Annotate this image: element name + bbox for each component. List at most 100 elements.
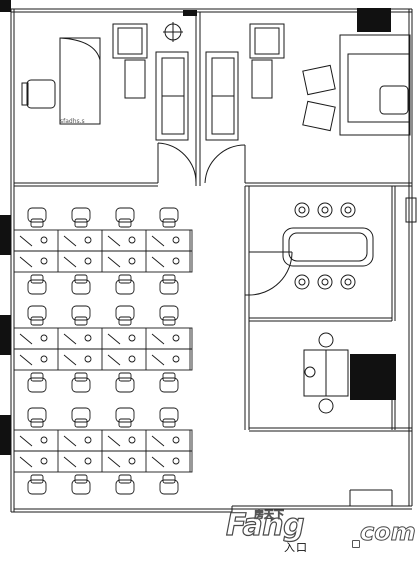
chair bbox=[30, 372, 44, 382]
chair bbox=[162, 372, 176, 382]
monitor bbox=[107, 333, 121, 345]
monitor bbox=[63, 435, 77, 447]
monitor bbox=[107, 354, 121, 366]
phone bbox=[172, 457, 180, 465]
phone bbox=[40, 334, 48, 342]
chair bbox=[115, 305, 135, 321]
chair bbox=[74, 372, 88, 382]
chair bbox=[118, 274, 132, 284]
phone bbox=[40, 257, 48, 265]
monitor bbox=[19, 256, 33, 268]
monitor bbox=[19, 333, 33, 345]
meeting-room-furniture bbox=[282, 202, 374, 290]
phone bbox=[40, 355, 48, 363]
phone bbox=[84, 334, 92, 342]
structural-columns bbox=[0, 0, 396, 455]
chair bbox=[27, 279, 47, 295]
watermark-brand: Fang bbox=[225, 507, 305, 543]
chair bbox=[118, 316, 132, 326]
monitor bbox=[151, 456, 165, 468]
phone bbox=[84, 436, 92, 444]
monitor bbox=[151, 235, 165, 247]
door-swings bbox=[157, 142, 392, 507]
monitor bbox=[19, 435, 33, 447]
chair bbox=[71, 377, 91, 393]
chair bbox=[115, 407, 135, 423]
chair bbox=[118, 372, 132, 382]
chair bbox=[159, 207, 179, 223]
chair bbox=[30, 274, 44, 284]
chair bbox=[71, 305, 91, 321]
chair bbox=[162, 418, 176, 428]
chair bbox=[118, 218, 132, 228]
interior-walls bbox=[14, 12, 412, 432]
monitor bbox=[63, 333, 77, 345]
monitor bbox=[19, 354, 33, 366]
chair bbox=[71, 407, 91, 423]
chair bbox=[74, 474, 88, 484]
chair bbox=[30, 474, 44, 484]
monitor bbox=[107, 235, 121, 247]
monitor bbox=[63, 354, 77, 366]
chair bbox=[159, 279, 179, 295]
phone bbox=[40, 457, 48, 465]
chair bbox=[115, 377, 135, 393]
monitor bbox=[151, 256, 165, 268]
chair bbox=[162, 474, 176, 484]
chair bbox=[118, 418, 132, 428]
phone bbox=[84, 355, 92, 363]
phone bbox=[40, 236, 48, 244]
entrance-label: 入口 bbox=[284, 541, 308, 554]
chair bbox=[71, 479, 91, 495]
monitor bbox=[151, 333, 165, 345]
watermark-com: com bbox=[360, 518, 417, 547]
phone bbox=[172, 257, 180, 265]
monitor bbox=[107, 435, 121, 447]
chair bbox=[74, 316, 88, 326]
phone bbox=[84, 257, 92, 265]
scale-note: sfadhs.s bbox=[60, 118, 85, 125]
right-office-furniture bbox=[205, 23, 411, 141]
chair bbox=[115, 279, 135, 295]
chair bbox=[115, 479, 135, 495]
open-office-workstations bbox=[13, 207, 193, 495]
small-office-furniture bbox=[303, 197, 417, 414]
chair bbox=[115, 207, 135, 223]
phone bbox=[128, 236, 136, 244]
chair bbox=[159, 377, 179, 393]
chair bbox=[30, 418, 44, 428]
chair bbox=[162, 316, 176, 326]
chair bbox=[74, 274, 88, 284]
monitor bbox=[151, 354, 165, 366]
phone bbox=[172, 334, 180, 342]
monitor bbox=[151, 435, 165, 447]
chair bbox=[27, 207, 47, 223]
monitor bbox=[19, 456, 33, 468]
phone bbox=[128, 334, 136, 342]
chair bbox=[159, 479, 179, 495]
chair bbox=[27, 377, 47, 393]
phone bbox=[172, 236, 180, 244]
monitor bbox=[107, 456, 121, 468]
chair bbox=[162, 274, 176, 284]
phone bbox=[84, 236, 92, 244]
monitor bbox=[63, 235, 77, 247]
chair bbox=[27, 305, 47, 321]
monitor bbox=[107, 256, 121, 268]
chair bbox=[74, 418, 88, 428]
watermark-dot bbox=[352, 540, 360, 548]
chair bbox=[71, 279, 91, 295]
phone bbox=[128, 257, 136, 265]
left-office-furniture bbox=[21, 22, 189, 141]
watermark: Fang 房天下 com bbox=[225, 506, 417, 556]
chair bbox=[27, 479, 47, 495]
chair bbox=[162, 218, 176, 228]
phone bbox=[40, 436, 48, 444]
phone bbox=[172, 436, 180, 444]
chair bbox=[71, 207, 91, 223]
chair bbox=[30, 316, 44, 326]
watermark-cn-text: 房天下 bbox=[254, 510, 285, 522]
chair bbox=[159, 407, 179, 423]
chair bbox=[159, 305, 179, 321]
